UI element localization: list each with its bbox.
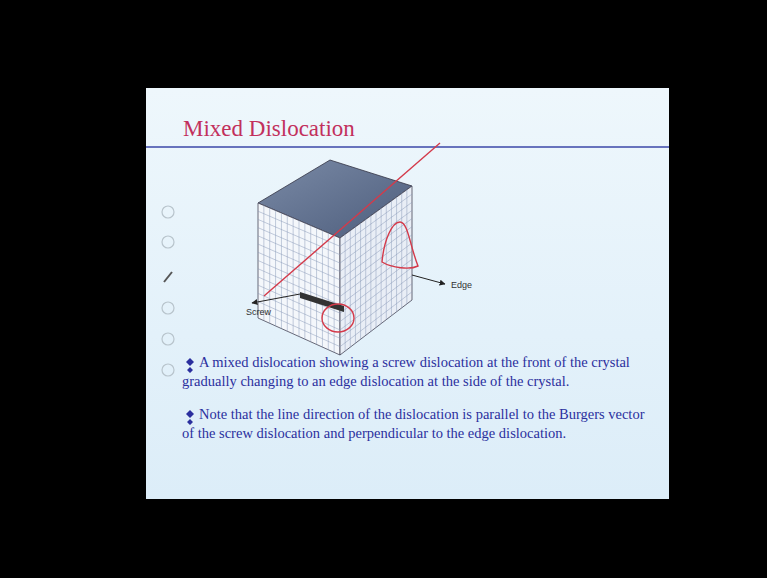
bullet-text: Note that the line direction of the disl… <box>182 405 650 443</box>
bullet-marks <box>186 358 194 425</box>
sidebar-icons <box>162 206 174 376</box>
crystal-cube <box>258 160 412 355</box>
dislocation-bar <box>300 292 344 312</box>
axis-label: Edge <box>451 280 472 290</box>
slide-title: Mixed Dislocation <box>183 116 355 142</box>
axis-label: Screw <box>246 307 271 317</box>
title-rule <box>146 146 669 148</box>
screw-arrow <box>252 294 300 303</box>
dislocation-lines <box>264 143 440 332</box>
edge-arrow <box>412 275 445 284</box>
bullet-text: A mixed dislocation showing a screw disl… <box>182 353 650 391</box>
